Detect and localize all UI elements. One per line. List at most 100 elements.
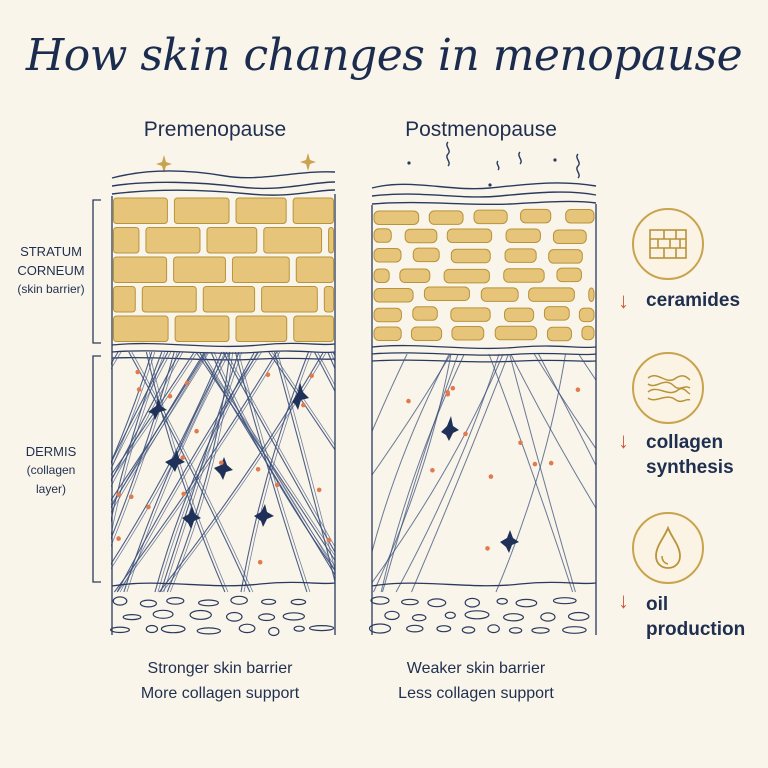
- post-collagen-fibers: [372, 353, 596, 593]
- collagen-fiber: [225, 351, 335, 548]
- brick: [295, 256, 334, 283]
- brick: [578, 307, 595, 323]
- brick: [373, 268, 390, 283]
- collagen-label-line1: collagen: [646, 432, 724, 453]
- factor-collagen: ↓ collagen synthesis: [616, 352, 766, 492]
- collagen-fiber: [195, 351, 335, 562]
- pre-caption-line2: More collagen support: [140, 685, 300, 702]
- factor-oil: ↓ oil production: [616, 512, 766, 652]
- brick: [373, 210, 420, 225]
- fat-cell: [226, 611, 243, 622]
- brick: [141, 286, 197, 313]
- collagen-fiber: [111, 351, 178, 548]
- fat-cell: [230, 595, 248, 605]
- collagen-fiber: [336, 352, 487, 592]
- brick: [528, 287, 575, 302]
- collagen-fiber: [111, 351, 184, 488]
- fat-cell: [464, 610, 490, 620]
- collagen-fiber: [380, 353, 465, 593]
- collagen-fiber: [131, 351, 254, 593]
- dermis-dot: [181, 491, 186, 497]
- collagen-fiber: [111, 351, 210, 506]
- fat-cell: [406, 624, 424, 633]
- brick: [412, 247, 440, 263]
- brick: [473, 209, 508, 225]
- collagen-fiber: [111, 351, 172, 470]
- collagen-fiber: [163, 351, 243, 593]
- dermis-dot: [255, 467, 261, 472]
- dermis-dot: [485, 546, 490, 551]
- fat-cell: [552, 597, 577, 605]
- fat-cell: [198, 599, 220, 607]
- collagen-fiber: [111, 351, 156, 471]
- fat-cell: [268, 626, 280, 637]
- fat-cell: [487, 624, 500, 634]
- brick: [505, 228, 541, 243]
- brick: [145, 227, 201, 254]
- collagen-label-line2: synthesis: [646, 457, 734, 478]
- sparkle-icon: [156, 153, 316, 173]
- collagen-down-arrow: ↓: [618, 428, 629, 453]
- dermis-dot: [116, 492, 122, 498]
- collagen-fiber: [213, 351, 335, 567]
- stratum-bracket: [92, 199, 101, 344]
- collagen-fiber: [119, 351, 262, 593]
- collagen-fiber: [111, 351, 169, 464]
- dermis-dot: [488, 474, 494, 479]
- collagen-fiber: [495, 353, 566, 593]
- dermis-dot: [309, 373, 315, 379]
- collagen-fiber: [488, 353, 574, 593]
- collagen-fiber: [372, 353, 504, 584]
- fat-cell: [444, 611, 456, 620]
- pre-subcutaneous-layer: [109, 595, 335, 637]
- fat-cell: [531, 627, 550, 634]
- brick: [202, 286, 256, 313]
- collagen-fiber: [238, 351, 311, 593]
- dermis-dot: [167, 393, 173, 399]
- brick: [113, 315, 169, 342]
- brick: [451, 325, 485, 341]
- brick: [173, 256, 226, 283]
- pre-caption-line1: Stronger skin barrier: [147, 660, 293, 677]
- collagen-fiber: [210, 351, 335, 572]
- brick: [261, 286, 318, 313]
- collagen-label: collagen synthesis: [646, 430, 734, 480]
- fat-cell: [370, 596, 390, 605]
- brick: [520, 208, 552, 224]
- dermis-dot: [146, 504, 151, 510]
- oil-label: oil production: [646, 592, 745, 642]
- collagen-fiber: [160, 351, 240, 593]
- collagen-fiber: [154, 351, 255, 593]
- collagen-fiber: [222, 351, 335, 554]
- collagen-fiber: [111, 351, 195, 476]
- brick: [292, 197, 335, 224]
- oil-label-line1: oil: [646, 594, 669, 615]
- collagen-fiber: [111, 351, 181, 482]
- fat-cell: [515, 598, 538, 608]
- fat-cell: [261, 598, 277, 605]
- fat-cell: [152, 609, 174, 619]
- fat-cell: [411, 614, 427, 622]
- collagen-fiber: [372, 353, 452, 476]
- brick: [399, 268, 431, 284]
- collagen-fiber: [111, 351, 153, 464]
- stratum-corneum-label: STRATUM CORNEUM (skin barrier): [6, 242, 96, 299]
- collagen-fiber: [149, 351, 229, 593]
- brick: [323, 286, 334, 313]
- fat-cell: [384, 610, 400, 621]
- post-stratum-bricks: [373, 208, 595, 342]
- ceramides-label: ceramides: [646, 288, 740, 313]
- oil-label-line2: production: [646, 619, 746, 640]
- post-caption-line2: Less collagen support: [398, 685, 554, 702]
- brick: [556, 267, 582, 283]
- column-borders: [111, 194, 597, 635]
- fat-cell: [540, 612, 556, 622]
- fat-cell: [258, 613, 276, 622]
- brick: [443, 268, 490, 284]
- dermis-dot: [406, 398, 411, 404]
- pre-stratum-bricks: [113, 197, 335, 342]
- collagen-fiber: [111, 351, 226, 570]
- collagen-fiber: [161, 351, 327, 593]
- brick: [428, 210, 464, 225]
- dermis-dot: [548, 460, 554, 466]
